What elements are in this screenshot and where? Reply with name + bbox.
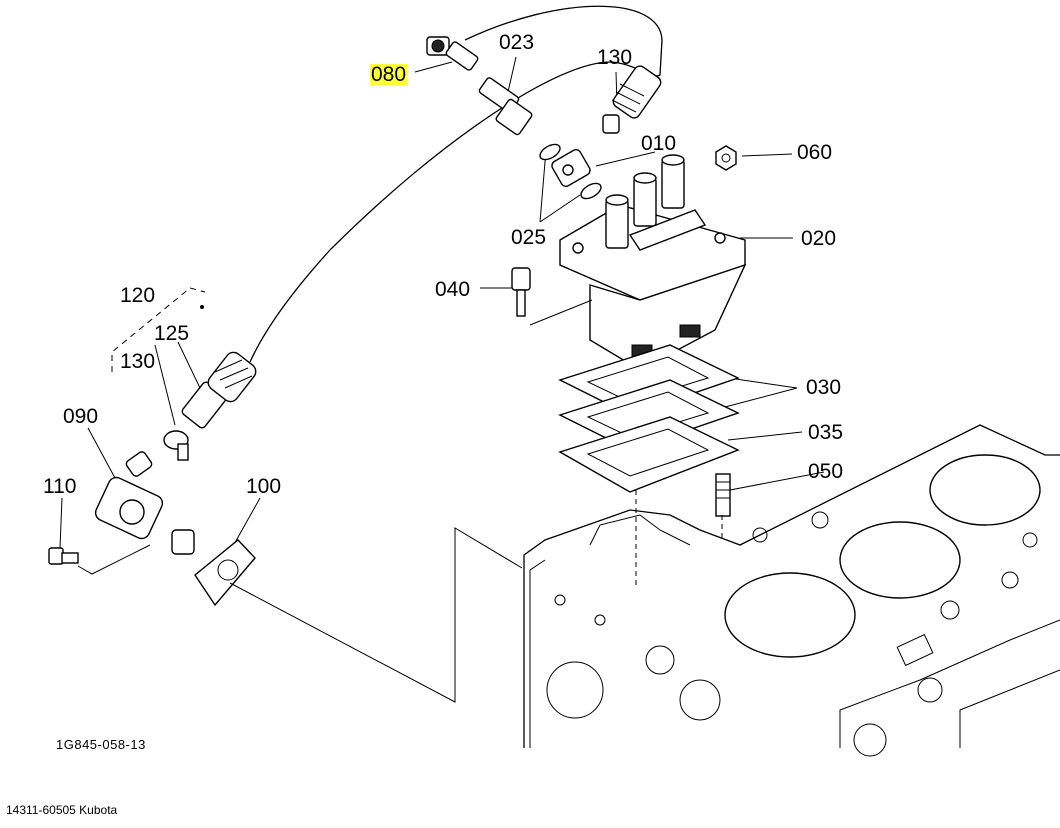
callout-130-top[interactable]: 130 — [597, 46, 633, 69]
drawing-number: 1G845-058-13 — [56, 737, 146, 752]
callout-125[interactable]: 125 — [154, 322, 190, 345]
gaskets-030-035 — [558, 344, 740, 493]
gasket-100 — [194, 539, 256, 607]
callout-023[interactable]: 023 — [499, 31, 535, 54]
stud-050 — [715, 473, 731, 517]
callout-030[interactable]: 030 — [806, 376, 842, 399]
callout-060[interactable]: 060 — [797, 141, 833, 164]
callout-010[interactable]: 010 — [641, 132, 677, 155]
bolt-110 — [48, 547, 79, 565]
connector-010 — [551, 149, 591, 187]
callout-090[interactable]: 090 — [63, 405, 99, 428]
leader-lines — [59, 56, 825, 549]
callout-040[interactable]: 040 — [435, 278, 471, 301]
callout-120[interactable]: 120 — [120, 284, 156, 307]
bolt-040 — [511, 267, 593, 326]
cable-end-125 — [181, 351, 257, 429]
footer-part-number: 14311-60505 Kubota — [6, 803, 118, 817]
callout-035[interactable]: 035 — [808, 421, 844, 444]
solenoid-090 — [94, 451, 195, 555]
callout-080[interactable]: 080 — [370, 63, 408, 86]
callout-025[interactable]: 025 — [511, 226, 547, 249]
callout-050[interactable]: 050 — [808, 460, 844, 483]
callout-020[interactable]: 020 — [801, 227, 837, 250]
injection-pump-020 — [559, 154, 747, 371]
injection-valve-080 — [426, 36, 479, 71]
engine-block — [523, 424, 1060, 757]
solenoid-130-top — [602, 65, 662, 134]
clamp-130-lower — [163, 430, 189, 461]
callout-110[interactable]: 110 — [43, 475, 77, 498]
washers-025 — [539, 143, 602, 200]
plug-023 — [478, 77, 533, 136]
nut-060 — [715, 145, 737, 171]
callout-100[interactable]: 100 — [246, 475, 282, 498]
callout-130-lower[interactable]: 130 — [120, 350, 156, 373]
